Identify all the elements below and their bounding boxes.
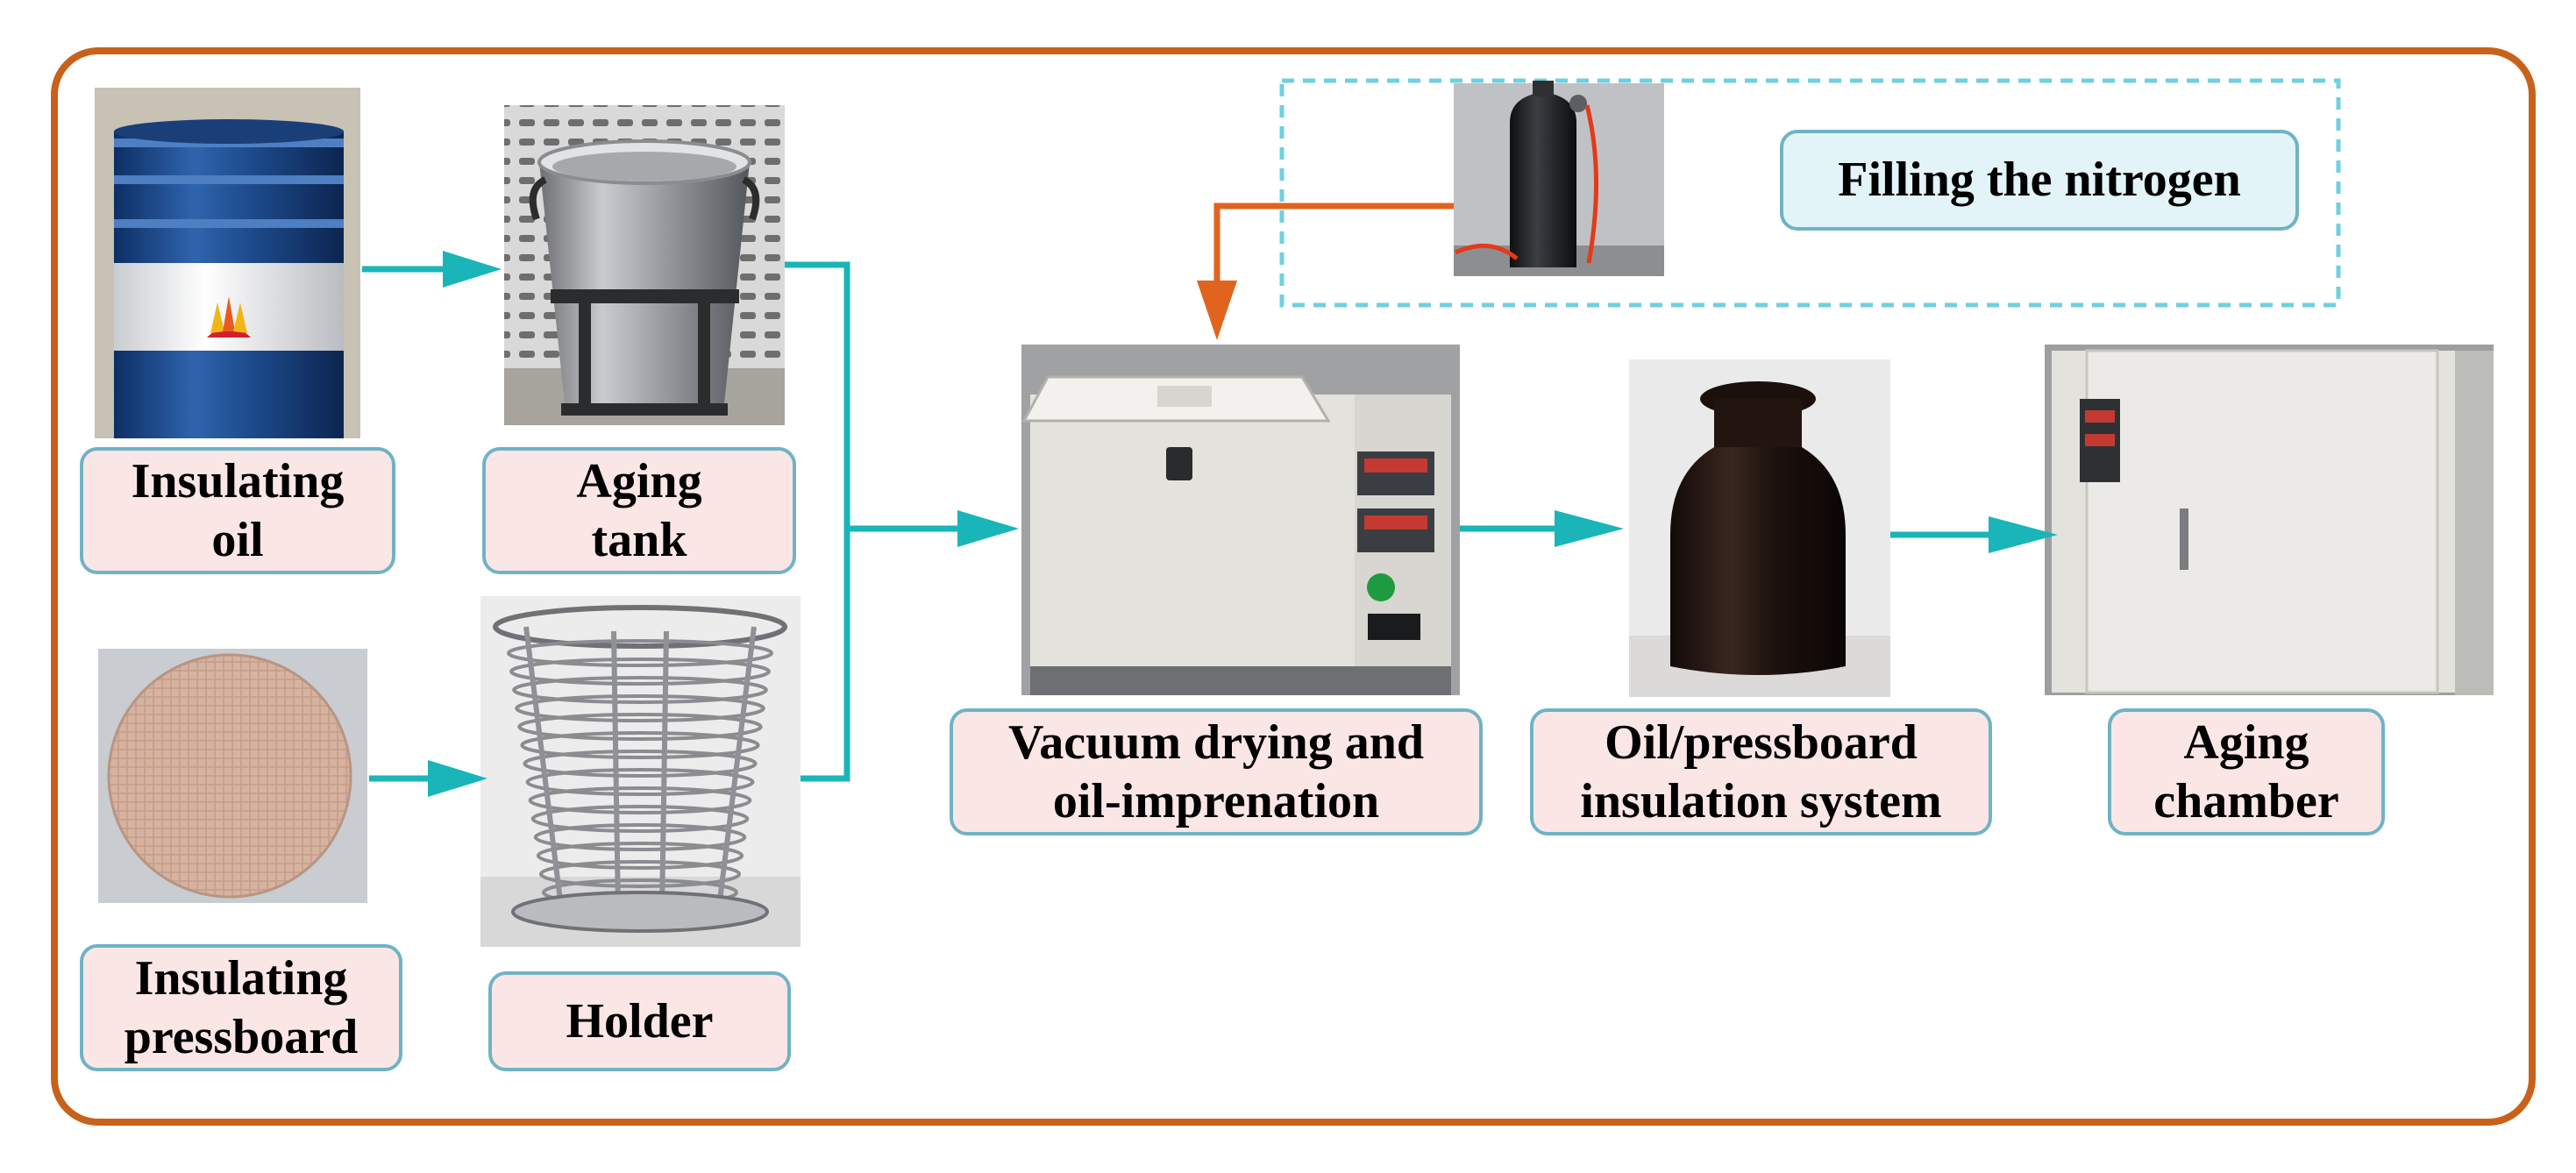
label-holder: Holder	[488, 971, 791, 1071]
label-filling-nitrogen: Filling the nitrogen	[1780, 130, 2299, 231]
vacuum-oven-photo	[1021, 345, 1460, 695]
holder-ring	[507, 639, 773, 667]
holder-ring	[517, 713, 763, 741]
holder-rings	[507, 639, 773, 906]
holder-ring	[520, 731, 760, 759]
arrowhead-merge-to-oven	[957, 510, 1019, 547]
drum-logo-icon	[207, 296, 251, 338]
holder-ring	[525, 768, 755, 796]
holder-ring	[515, 694, 765, 722]
aging-tank-photo	[504, 105, 785, 425]
nitrogen-cylinder-photo	[1454, 81, 1664, 276]
holder-ring	[536, 842, 744, 870]
arrowhead-pressboard-to-holder	[428, 760, 487, 797]
tank-to-merge-line	[785, 261, 850, 782]
holder-ring	[523, 750, 758, 778]
flow-connectors	[362, 261, 1995, 782]
holder-ring	[512, 676, 768, 704]
arrowhead-oven-to-bottle	[1555, 510, 1624, 547]
arrowhead-oil-to-tank	[443, 251, 502, 288]
oil-drum-photo	[95, 88, 360, 438]
nitrogen-dashed-region	[1279, 78, 2341, 308]
holder-ring	[530, 805, 750, 833]
holder-ring	[538, 860, 742, 888]
pressboard-photo	[98, 649, 367, 903]
holder-photo	[480, 596, 801, 947]
nitrogen-line	[1213, 203, 1454, 289]
arrowhead-bottle-to-chamber	[1989, 516, 2058, 553]
arrowhead-nitrogen	[1197, 281, 1237, 340]
holder-ring	[509, 658, 771, 686]
holder-ring	[528, 786, 752, 814]
holder-ring	[533, 823, 747, 851]
aging-oven-photo	[2045, 345, 2494, 695]
brown-bottle-photo	[1629, 359, 1890, 697]
flow-arrowheads	[428, 251, 2058, 797]
